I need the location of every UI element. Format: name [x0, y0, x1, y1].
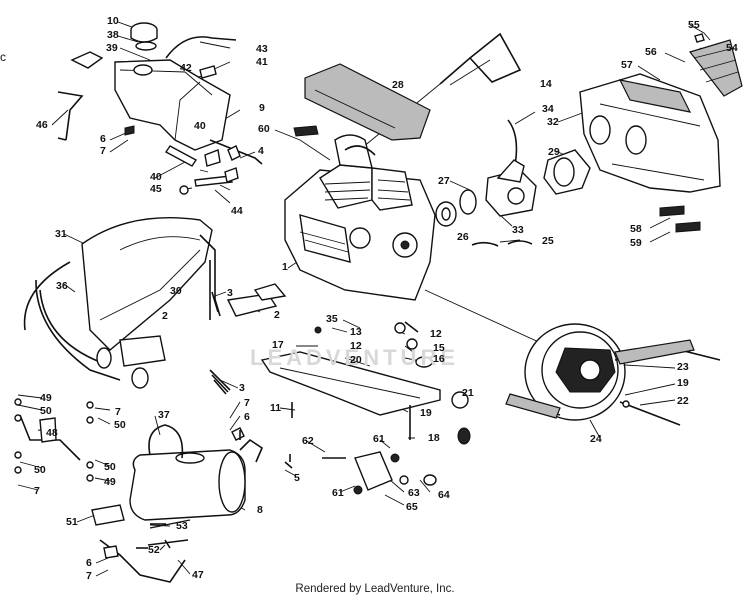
- callout-32: 32: [547, 116, 559, 128]
- callout-37: 37: [158, 409, 170, 421]
- callout-49: 49: [104, 476, 116, 488]
- callout-33: 33: [512, 224, 524, 236]
- callout-16: 16: [433, 353, 445, 365]
- callout-21: 21: [462, 387, 474, 399]
- callout-2: 2: [162, 310, 168, 322]
- callout-50: 50: [34, 464, 46, 476]
- air-silencer: [579, 33, 743, 233]
- callout-5: 5: [294, 472, 300, 484]
- callout-36: 36: [56, 280, 68, 292]
- callout-8: 8: [257, 504, 263, 516]
- callout-31: 31: [55, 228, 67, 240]
- callout-3: 3: [227, 287, 233, 299]
- callout-65: 65: [406, 501, 418, 513]
- watermark: LEADVENTURE: [250, 345, 460, 370]
- fasteners: [136, 321, 419, 549]
- callout-63: 63: [408, 487, 420, 499]
- callout-1: 1: [282, 261, 288, 273]
- callout-46: 46: [36, 119, 48, 131]
- callout-41: 41: [256, 56, 268, 68]
- callout-28: 28: [392, 79, 404, 91]
- callout-54: 54: [726, 42, 738, 54]
- callout-57: 57: [621, 59, 633, 71]
- callout-42: 42: [180, 62, 192, 74]
- callout-23: 23: [677, 361, 689, 373]
- callout-50: 50: [114, 419, 126, 431]
- callout-52: 52: [148, 544, 160, 556]
- callout-47: 47: [192, 569, 204, 581]
- callout-25: 25: [542, 235, 554, 247]
- footer-credit: Rendered by LeadVenture, Inc.: [295, 583, 455, 595]
- callout-50: 50: [104, 461, 116, 473]
- callout-13: 13: [350, 326, 362, 338]
- drive-clutch: [505, 323, 721, 426]
- callout-44: 44: [231, 205, 243, 217]
- callout-38: 38: [107, 29, 119, 41]
- callout-61: 61: [332, 487, 344, 499]
- callout-7: 7: [86, 570, 92, 582]
- callout-53: 53: [176, 520, 188, 532]
- callout-34: 34: [542, 103, 554, 115]
- callout-50: 50: [40, 405, 52, 417]
- callout-19: 19: [420, 407, 432, 419]
- callout-40: 40: [194, 120, 206, 132]
- callout-3: 3: [239, 382, 245, 394]
- callout-7: 7: [34, 485, 40, 497]
- callout-6: 6: [100, 133, 106, 145]
- callout-26: 26: [457, 231, 469, 243]
- callout-24: 24: [590, 433, 602, 445]
- callout-18: 18: [428, 432, 440, 444]
- callout-12: 12: [350, 340, 362, 352]
- callout-56: 56: [645, 46, 657, 58]
- callout-7: 7: [244, 397, 250, 409]
- fuel-tank-assembly: [57, 22, 263, 195]
- callout-35: 35: [326, 313, 338, 325]
- exhaust-system: [23, 217, 287, 395]
- callout-61: 61: [373, 433, 385, 445]
- callout-64: 64: [438, 489, 450, 501]
- callout-12: 12: [430, 328, 442, 340]
- callout-55: 55: [688, 19, 700, 31]
- callout-27: 27: [438, 175, 450, 187]
- callout-10: 10: [107, 15, 119, 27]
- callout-20: 20: [350, 354, 362, 366]
- callout-9: 9: [259, 102, 265, 114]
- callout-48: 48: [46, 427, 58, 439]
- callout-11: 11: [270, 402, 282, 414]
- callout-29: 29: [548, 146, 560, 158]
- callout-2: 2: [274, 309, 280, 321]
- engine-mount-plate: [260, 322, 471, 495]
- engine-top-parts: [293, 32, 522, 141]
- callout-22: 22: [677, 395, 689, 407]
- callout-6: 6: [86, 557, 92, 569]
- callout-60: 60: [258, 123, 270, 135]
- callout-45: 45: [150, 183, 162, 195]
- callout-17: 17: [272, 339, 284, 351]
- callout-19: 19: [677, 377, 689, 389]
- callout-62: 62: [302, 435, 314, 447]
- callout-49: 49: [40, 392, 52, 404]
- callout-51: 51: [66, 516, 78, 528]
- callout-6: 6: [244, 411, 250, 423]
- callout-30: 30: [170, 285, 182, 297]
- carburetor-assembly: [435, 119, 591, 247]
- muffler-assembly: [14, 398, 263, 583]
- edge-mark: c: [0, 50, 6, 64]
- callout-43: 43: [256, 43, 268, 55]
- callout-14: 14: [540, 78, 552, 90]
- callout-58: 58: [630, 223, 642, 235]
- callout-15: 15: [433, 342, 445, 354]
- engine-block: [284, 134, 436, 301]
- callout-40: 40: [150, 171, 162, 183]
- callout-59: 59: [630, 237, 642, 249]
- callout-7: 7: [115, 406, 121, 418]
- callout-39: 39: [106, 42, 118, 54]
- callout-7: 7: [100, 145, 106, 157]
- callout-4: 4: [258, 145, 264, 157]
